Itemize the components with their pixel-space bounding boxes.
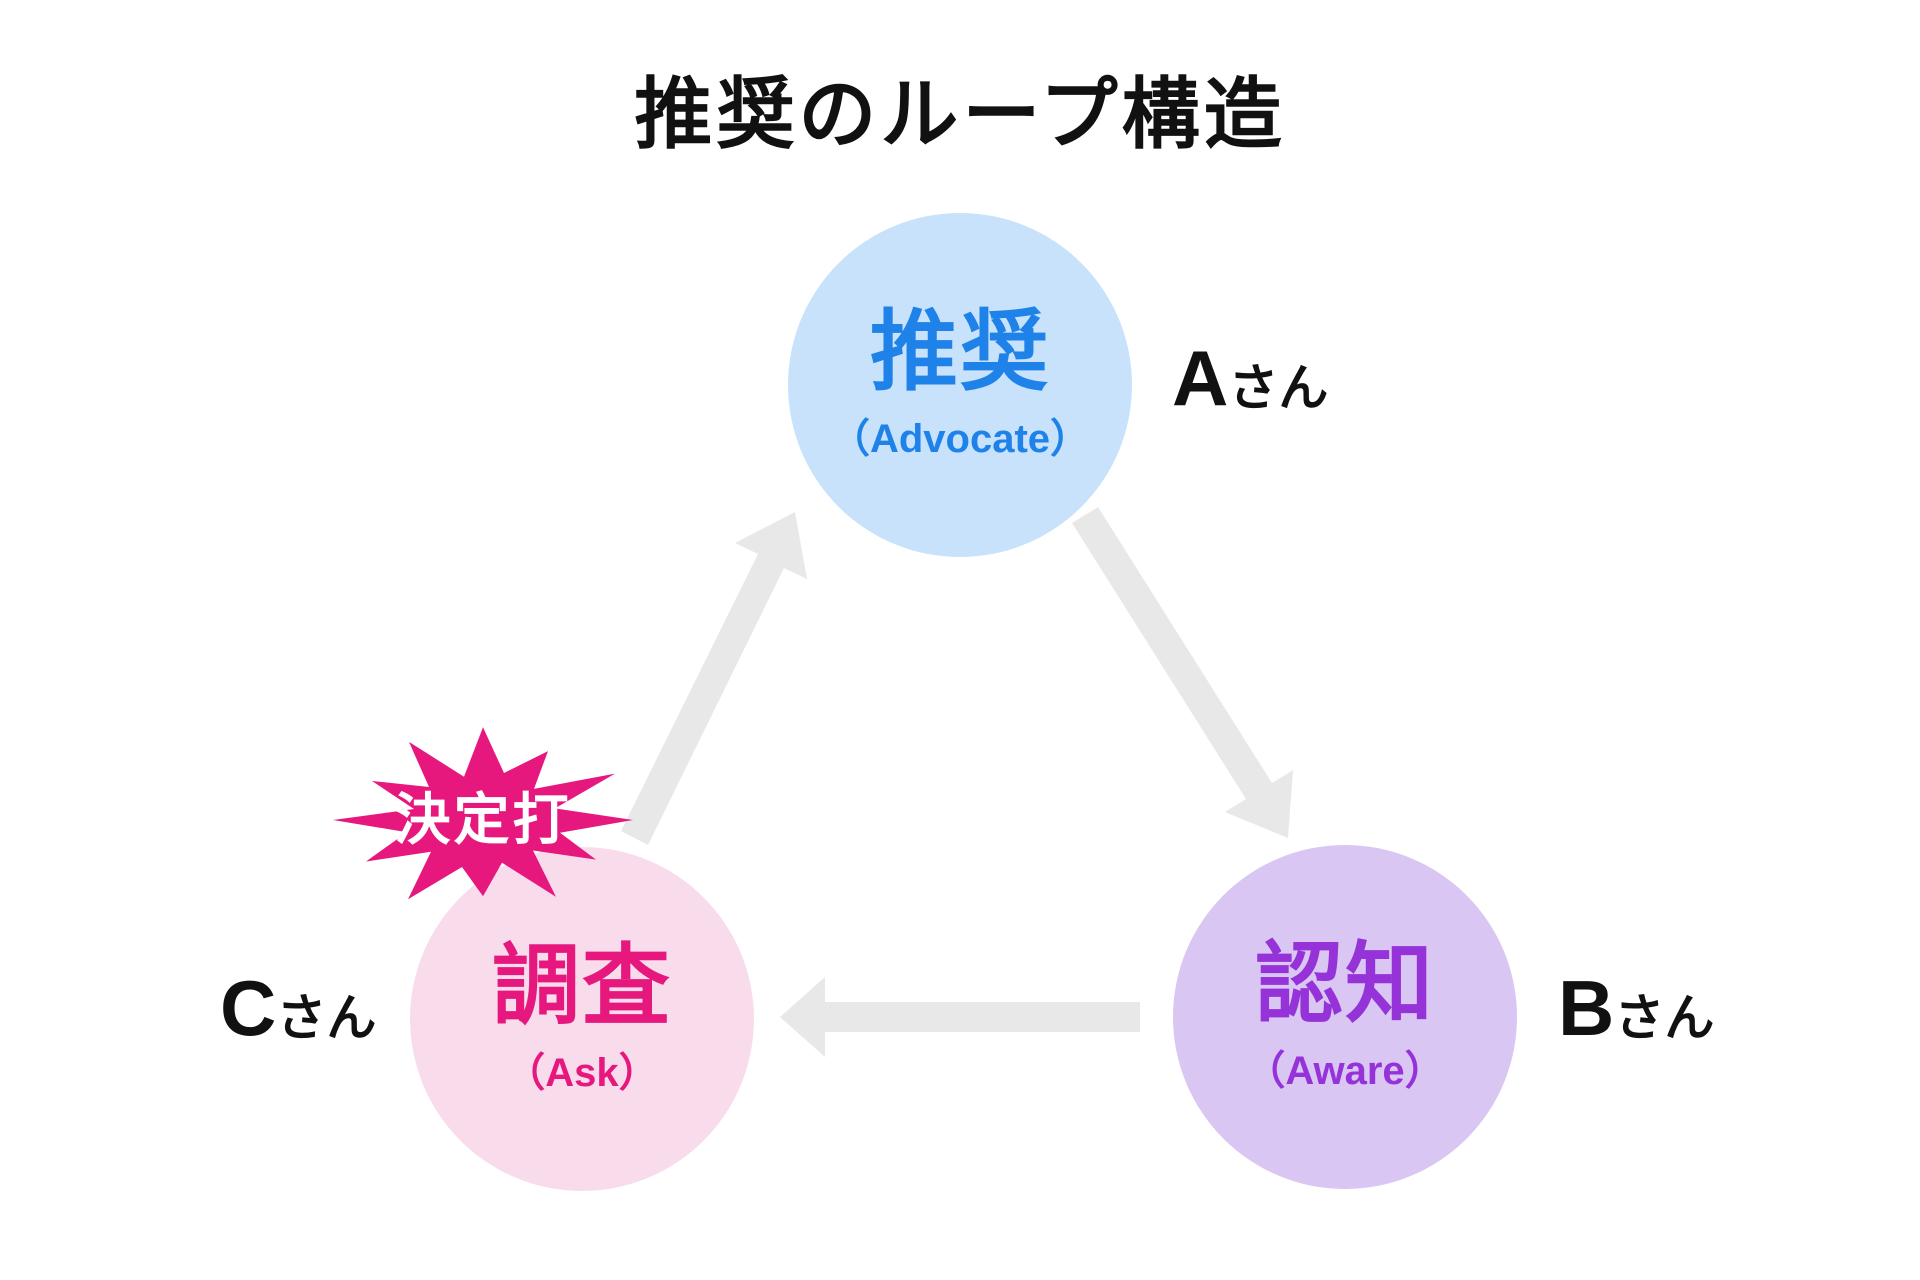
node-advocate-label: 推奨 xyxy=(869,301,1050,401)
arrow-ask-to-advocate xyxy=(621,512,807,845)
person-c-suffix: さん xyxy=(276,990,377,1046)
node-aware-sublabel: （Aware） xyxy=(1245,1049,1445,1094)
person-b-letter: B xyxy=(1558,964,1615,1052)
person-c-letter: C xyxy=(220,964,277,1052)
person-a-letter: A xyxy=(1172,334,1229,422)
arrow-advocate-to-aware xyxy=(1072,507,1293,838)
person-a-suffix: さん xyxy=(1228,360,1329,416)
decisive-burst xyxy=(333,727,633,900)
page-title: 推奨のループ構造 xyxy=(634,70,1286,158)
person-b-label: Bさん xyxy=(1558,964,1715,1052)
burst-star-shape xyxy=(333,727,633,900)
person-a-label: Aさん xyxy=(1172,334,1329,422)
node-aware: 認知 （Aware） xyxy=(1173,845,1517,1189)
node-ask-label: 調査 xyxy=(491,935,672,1035)
person-b-suffix: さん xyxy=(1614,990,1715,1046)
node-advocate-sublabel: （Advocate） xyxy=(829,417,1091,462)
node-ask: 調査 （Ask） xyxy=(410,847,754,1191)
node-advocate: 推奨 （Advocate） xyxy=(788,213,1132,557)
decisive-burst-label: 決定打 xyxy=(394,788,572,851)
person-c-label: Cさん xyxy=(220,964,377,1052)
arrow-aware-to-ask xyxy=(780,977,1140,1057)
node-aware-label: 認知 xyxy=(1254,933,1435,1033)
node-ask-sublabel: （Ask） xyxy=(505,1051,659,1096)
